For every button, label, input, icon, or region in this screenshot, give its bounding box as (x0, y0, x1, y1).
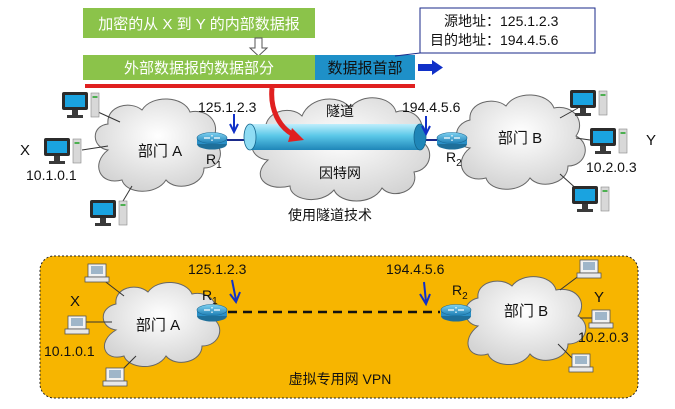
vpn-pc-y-icon (588, 309, 614, 329)
link-line (557, 343, 575, 361)
vpn-host-x-ip: 10.1.0.1 (44, 343, 95, 359)
data-part-box (83, 55, 315, 80)
pc-icon (569, 89, 608, 117)
top-host-y: Y (646, 132, 656, 149)
pc-icon (89, 199, 128, 227)
top-r2-ip: 194.4.5.6 (402, 99, 461, 115)
link-line (97, 111, 121, 123)
address-box (419, 7, 596, 54)
top-r1-ip: 125.1.2.3 (198, 99, 257, 115)
pc-icon (571, 185, 610, 213)
src-address: 源地址：125.1.2.3 (444, 13, 559, 29)
r2-pointer-arrow-icon (421, 116, 431, 137)
header-label: 数据报首部 (327, 60, 402, 77)
red-arrow-head-icon (288, 128, 304, 142)
data-part-label: 外部数据报的数据部分 (124, 60, 274, 77)
link-line (81, 145, 109, 151)
right-arrow-icon (418, 60, 443, 75)
vpn-r1-pointer-arrow-icon (229, 279, 241, 305)
vpn-pc-x-icon (64, 315, 90, 335)
dst-address: 目的地址：194.4.5.6 (430, 32, 559, 48)
pc-y-icon (589, 127, 628, 155)
vpn-r2-ip: 194.4.5.6 (386, 261, 445, 277)
vpn-dept-a: 部门 A (136, 317, 180, 334)
vpn-r1-label: R1 (202, 287, 218, 307)
vpn-dept-b: 部门 B (504, 303, 548, 320)
top-dept-b: 部门 B (498, 130, 542, 147)
top-host-x: X (20, 142, 30, 159)
vpn-r2-pointer-arrow-icon (419, 281, 431, 307)
top-r1-label: R1 (206, 151, 222, 171)
vpn-r1-ip: 125.1.2.3 (188, 261, 247, 277)
vpn-host-x: X (70, 293, 80, 310)
vpn-r2-label: R2 (452, 282, 468, 302)
internet-label: 因特网 (319, 165, 361, 181)
top-dept-a: 部门 A (138, 143, 182, 160)
router-r2-icon (436, 131, 468, 151)
vpn-host-y: Y (594, 289, 604, 306)
encrypted-datagram-box (83, 8, 315, 38)
address-callout-line (394, 52, 421, 57)
vpn-pc-icon (576, 259, 602, 279)
top-caption: 使用隧道技术 (288, 207, 372, 223)
header-box (315, 55, 415, 80)
top-host-y-ip: 10.2.0.3 (586, 159, 637, 175)
vpn-dept-b-cloud (464, 276, 587, 365)
top-host-x-ip: 10.1.0.1 (26, 167, 77, 183)
tunnel-pipe (243, 123, 427, 151)
pc-x-icon (43, 137, 82, 165)
vpn-caption: 虚拟专用网 VPN (289, 371, 392, 387)
link-line (575, 137, 591, 141)
r1-pointer-arrow-icon (229, 114, 239, 135)
vpn-router-r1-icon (196, 303, 228, 323)
vpn-router-r2-icon (440, 303, 472, 323)
vpn-pc-icon (102, 367, 128, 387)
vpn-pc-icon (84, 263, 110, 283)
encrypted-datagram-label: 加密的从 X 到 Y 的内部数据报 (98, 16, 299, 33)
vpn-pc-icon (568, 353, 594, 373)
link-line (559, 107, 579, 119)
down-arrow-icon (248, 37, 269, 57)
pc-icon (61, 91, 100, 119)
router-r1-icon (196, 131, 228, 151)
vpn-host-y-ip: 10.2.0.3 (578, 329, 629, 345)
tunnel-label: 隧道 (326, 103, 354, 119)
top-r2-label: R2 (446, 149, 462, 169)
dept-b-cloud (456, 94, 586, 190)
